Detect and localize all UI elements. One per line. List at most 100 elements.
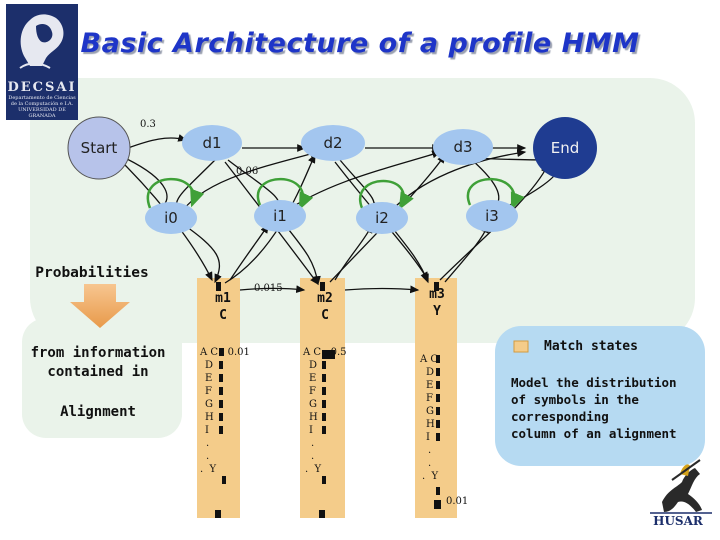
transition-label-start-d1: 0.3 <box>140 119 156 130</box>
m2-first-prob: 0.5 <box>330 347 347 358</box>
legend-swatch <box>513 340 529 353</box>
legend-label: Match states <box>544 339 638 354</box>
husar-logo-icon <box>662 459 702 512</box>
m1-row: . <box>200 464 204 475</box>
m2-row: A <box>303 347 311 358</box>
m1-row: D <box>205 360 214 371</box>
m2-name: m2 <box>317 291 333 306</box>
husar-label: HUSAR <box>653 514 703 528</box>
m3-row: D <box>426 367 435 378</box>
insert-self-loops <box>146 177 525 211</box>
m1-row: H <box>205 412 214 423</box>
m1-row: C <box>210 347 219 358</box>
m3-row: I <box>426 432 430 443</box>
start-node[interactable] <box>67 116 131 180</box>
emission-bars-m1 <box>215 282 226 518</box>
m3-symbol: Y <box>433 304 441 319</box>
m3-row: F <box>426 393 433 404</box>
i2-node[interactable] <box>356 202 408 234</box>
m3-row: . <box>428 458 432 469</box>
m2-row: F <box>309 386 316 397</box>
emission-bars-m2 <box>319 282 335 518</box>
probabilities-heading: Probabilities <box>35 265 149 281</box>
lower-left-panel <box>22 318 182 438</box>
m2-row: G <box>309 399 317 410</box>
m3-row: Y <box>431 471 439 482</box>
legend-line-4: column of an alignment <box>511 426 677 441</box>
m3-row: E <box>426 380 434 391</box>
m1-title: m1 C <box>201 290 245 324</box>
i1-node[interactable] <box>254 200 306 232</box>
decsai-logo-icon <box>6 4 78 74</box>
start-label: Start <box>80 139 118 157</box>
end-node[interactable] <box>533 117 597 179</box>
m2-row: I <box>309 425 313 436</box>
m1-row: F <box>205 386 212 397</box>
m3-last-prob: 0.01 <box>446 496 469 507</box>
note-line-2: contained in <box>47 364 149 380</box>
m1-first-prob: 0.01 <box>227 347 250 358</box>
d3-label: d3 <box>453 138 473 156</box>
page-title: Basic Architecture of a profile HMM <box>80 28 640 59</box>
m3-row: C <box>430 354 439 365</box>
logo-subtitle-1: Departamento de Ciencias <box>8 95 76 101</box>
emission-bars-m3 <box>434 282 441 509</box>
m3-row: . <box>428 445 432 456</box>
legend-panel <box>495 326 705 466</box>
logo-subtitle-2: de la Computación e I.A. <box>10 101 74 107</box>
legend-line-1: Model the distribution <box>511 375 677 390</box>
m1-row: E <box>205 373 213 384</box>
emission-list-m3: A C D E F G H I . . . Y <box>420 353 438 483</box>
m1-name: m1 <box>215 291 231 306</box>
m3-row: H <box>426 419 435 430</box>
i1-label: i1 <box>273 207 287 225</box>
m1-row: . <box>206 438 210 449</box>
emission-list-m1: A C 0.01 D E F G H I . . . Y <box>200 346 250 476</box>
m2-row: D <box>309 360 318 371</box>
m2-symbol: C <box>321 308 329 323</box>
transition-label-d1-d2: 0.06 <box>236 166 259 177</box>
i2-label: i2 <box>375 209 389 227</box>
m1-row: G <box>205 399 213 410</box>
d3-node[interactable] <box>433 129 493 165</box>
transition-label-m1-m2: 0.015 <box>254 283 283 294</box>
legend-line-2: of symbols in the <box>511 392 639 407</box>
i3-label: i3 <box>485 207 499 225</box>
d1-node[interactable] <box>182 125 242 161</box>
m3-name: m3 <box>429 287 445 302</box>
m1-row: Y <box>209 464 217 475</box>
m3-title: m3 Y <box>415 286 459 320</box>
down-arrow <box>70 284 130 328</box>
i3-node[interactable] <box>466 200 518 232</box>
m2-row: . <box>305 464 309 475</box>
decsai-logo-text: DECSAI Departamento de Ciencias de la Co… <box>6 74 78 120</box>
end-label: End <box>550 139 580 157</box>
match-column-m1 <box>197 278 240 518</box>
m2-title: m2 C <box>302 290 348 324</box>
logo-subtitle-3: UNIVERSIDAD DE GRANADA <box>18 107 66 119</box>
logo-org: DECSAI <box>7 80 77 95</box>
note-line-3: Alignment <box>60 404 136 420</box>
d2-label: d2 <box>323 134 343 152</box>
legend-description: Model the distribution of symbols in the… <box>511 374 677 442</box>
m3-row: . <box>422 471 426 482</box>
m1-symbol: C <box>219 308 227 323</box>
i0-node[interactable] <box>145 202 197 234</box>
d2-node[interactable] <box>301 125 365 161</box>
m2-row: H <box>309 412 318 423</box>
note-line-1: from information <box>30 345 166 361</box>
m2-row: . <box>311 451 315 462</box>
d1-label: d1 <box>202 134 222 152</box>
m2-row: E <box>309 373 317 384</box>
m1-row: . <box>206 451 210 462</box>
m2-row: C <box>313 347 322 358</box>
m2-row: Y <box>314 464 322 475</box>
m3-row: A <box>420 354 428 365</box>
m3-row: G <box>426 406 434 417</box>
m1-row: A <box>200 347 208 358</box>
i0-label: i0 <box>164 209 178 227</box>
emission-list-m2: A C 0.5 D E F G H I . . . Y <box>303 346 347 476</box>
m1-row: I <box>205 425 209 436</box>
legend-line-3: corresponding <box>511 409 609 424</box>
